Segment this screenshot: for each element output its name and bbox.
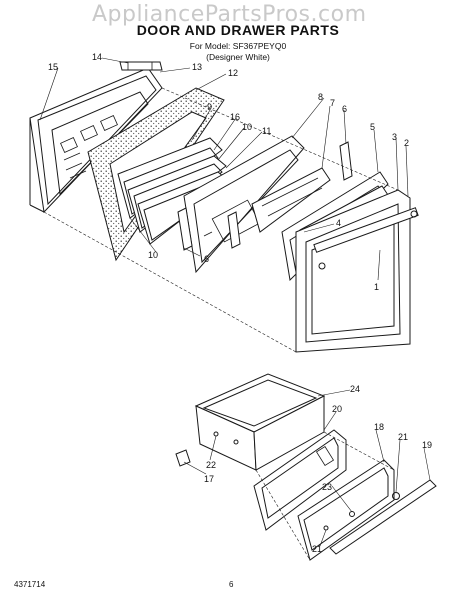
model-line: For Model: SF367PEYQ0 [189,41,287,51]
callout-17: 17 [204,474,214,484]
part-outer-frame [295,189,419,353]
part-inner-liner [177,135,305,274]
callout-6a: 6 [342,104,347,114]
callout-22: 22 [206,460,216,470]
callout-6b: 6 [204,254,209,264]
callout-9: 9 [207,102,212,112]
callout-7: 7 [330,98,335,108]
callout-14: 14 [92,52,102,62]
part-window-glass [251,167,331,233]
color-line: (Designer White) [206,52,270,62]
callout-16: 16 [230,112,240,122]
callout-8: 8 [318,92,323,102]
callout-13: 13 [192,62,202,72]
callout-10a: 10 [242,122,252,132]
alignment-lines-upper [43,87,399,353]
callout-21b: 21 [312,544,322,554]
alignment-lines-lower [255,431,395,561]
document-number: 4371714 [14,580,46,589]
part-side-bracket [339,141,353,181]
callout-20: 20 [332,404,342,414]
callout-24: 24 [350,384,360,394]
callout-11: 11 [262,126,271,136]
callout-1: 1 [374,282,379,292]
callout-19: 19 [422,440,432,450]
callout-21a: 21 [398,432,408,442]
watermark: AppliancePartsPros.com [92,2,367,27]
leader-lines [39,57,431,547]
part-drawer-face [297,459,400,561]
page-number: 6 [229,580,234,589]
callout-2: 2 [404,138,409,148]
callout-numbers: 14 15 13 12 9 16 10 11 8 7 6 5 3 2 4 1 1… [48,52,432,554]
callout-4: 4 [336,218,341,228]
callout-5: 5 [370,122,375,132]
part-door-hinge [119,61,163,71]
part-drawer-box [175,373,326,471]
callout-12: 12 [228,68,238,78]
callout-3: 3 [392,132,397,142]
callout-10b: 10 [148,250,158,260]
callout-15: 15 [48,62,58,72]
callout-18: 18 [374,422,384,432]
callout-23: 23 [322,482,332,492]
part-drawer-trim [329,479,437,555]
part-outer-door [29,67,163,214]
diagram-title: DOOR AND DRAWER PARTS [136,22,340,38]
